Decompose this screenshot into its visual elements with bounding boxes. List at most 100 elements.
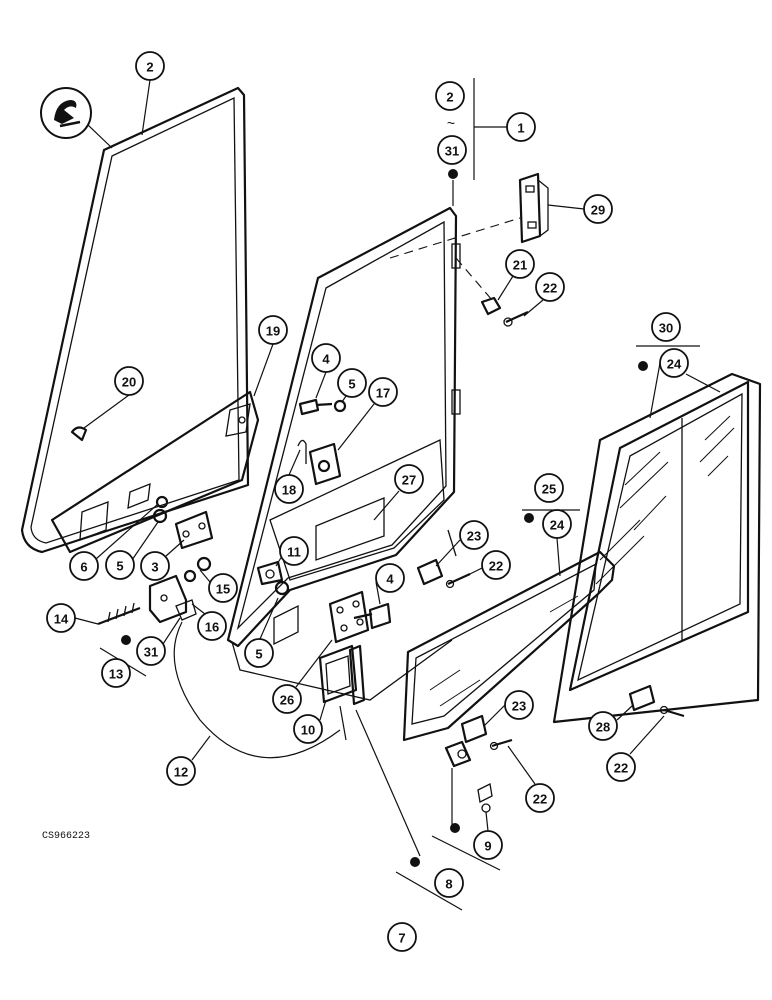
callout-circle [368,377,398,407]
handle-plate-26 [328,590,370,644]
callout-c-17: 17 [368,377,398,407]
callout-label: 23 [512,699,526,714]
group-bracket-8 [431,835,501,871]
handle-cup-10 [318,644,366,706]
callout-label: 9 [484,839,491,854]
callout-circle [337,368,367,398]
callout-label: 8 [445,877,452,892]
callout-circle [659,348,689,378]
bolt-4-top [298,398,333,416]
callout-label: 30 [659,321,673,336]
callout-circle [244,638,274,668]
callout-circle [293,714,323,744]
callout-circle [535,272,565,302]
range-symbol: ~ [447,115,455,131]
callout-circle [279,536,309,566]
callout-label: 31 [445,144,459,159]
washer-15 [183,556,212,583]
callout-label: 17 [376,386,390,401]
callout-label: 22 [533,792,547,807]
nut-5-top [333,399,347,413]
callout-circle [387,922,417,952]
callout-label: 22 [543,281,557,296]
callout-c-5b: 5 [105,550,135,580]
callout-c-25: 25 [534,473,564,503]
callout-label: 5 [348,377,355,392]
callout-label: 3 [151,560,158,575]
callout-circle [505,249,535,279]
callout-label: 7 [398,931,405,946]
callout-label: 27 [402,473,416,488]
leader [87,124,113,149]
callout-label: 4 [386,572,394,587]
callout-circle [311,343,341,373]
callout-label: 6 [80,560,87,575]
callout-c-23a: 23 [459,520,489,550]
callout-c-22a: 22 [535,272,565,302]
callout-circle [437,135,467,165]
pin-18 [297,439,307,464]
callout-c-21: 21 [505,249,535,279]
glass-symbol-icon [40,87,92,139]
screw-22-low [489,738,513,751]
callout-label: 20 [122,375,136,390]
callout-c-31a: 31 [437,135,467,165]
assembly-line [455,257,493,301]
callout-c-7: 7 [387,922,417,952]
callout-c-15: 15 [208,573,238,603]
callout-label: 19 [266,324,280,339]
door-lower-skirt [173,621,453,759]
lower-bracket-plate [50,390,260,554]
callout-label: 5 [116,559,123,574]
callout-c-6: 6 [69,551,99,581]
callout-circle [459,520,489,550]
callout-label: 29 [591,203,605,218]
callout-c-2a: 2 [135,51,165,81]
screw-22-right [659,705,685,718]
callout-label: 2 [446,90,453,105]
callout-c-24a: 24 [659,348,689,378]
callout-label: 4 [322,352,330,367]
callout-circle [375,563,405,593]
callout-circle [506,112,536,142]
callout-label: 13 [109,667,123,682]
callout-circle [105,550,135,580]
callout-circle [274,474,304,504]
lock-body-13 [148,574,197,624]
callout-label: 25 [542,482,556,497]
callout-circle [473,830,503,860]
callout-circle [583,194,613,224]
callout-label: 18 [282,483,296,498]
callout-label: 12 [174,765,188,780]
callout-label: 31 [144,645,158,660]
callout-c-5c: 5 [244,638,274,668]
leader-lines [74,79,721,857]
guide-block-28 [628,684,656,712]
callout-c-14: 14 [46,603,76,633]
callout-label: 24 [550,518,565,533]
callout-label: 11 [287,545,301,560]
callout-c-22d: 22 [606,752,636,782]
callout-c-1: 1 [506,112,536,142]
callout-c-18: 18 [274,474,304,504]
door-frame [226,206,461,648]
callout-circle [651,312,681,342]
group-bracket-7 [395,871,463,911]
nut-5-left [152,508,168,524]
nut-6 [155,495,169,509]
callout-c-8: 8 [434,868,464,898]
sliding-glass-assembly [552,372,762,724]
clip-20 [70,426,88,442]
callout-c-2b: 2 [435,81,465,111]
guide-block-23-top [416,529,457,586]
lock-cylinder-9 [444,740,493,813]
assembly-line [389,217,521,259]
nut-5-low [274,580,290,596]
callout-c-23b: 23 [504,690,534,720]
callout-c-22b: 22 [481,550,511,580]
latch-plate-3 [174,510,214,550]
callout-circle [534,473,564,503]
